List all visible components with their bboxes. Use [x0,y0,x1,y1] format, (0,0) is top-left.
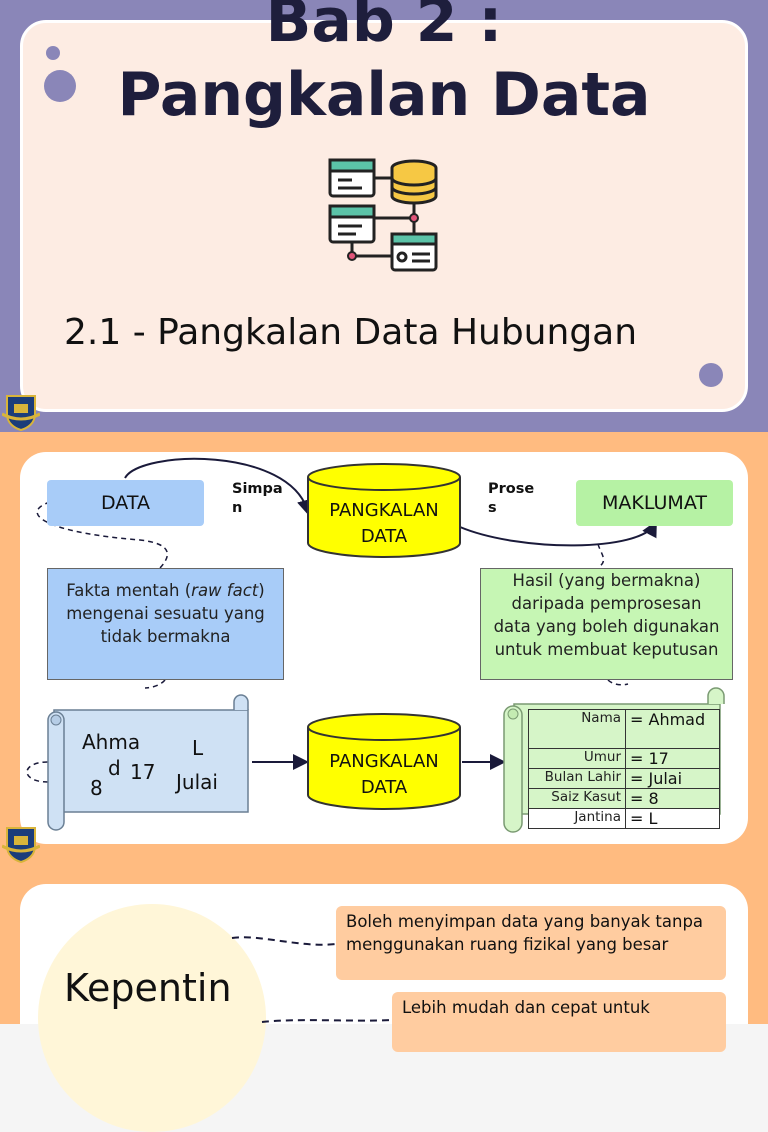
table-row: Nama = Ahmad [528,709,720,749]
maklumat-box-label: MAKLUMAT [602,492,707,514]
table-key: Umur [528,748,626,769]
scroll-word-julai: Julai [176,770,218,794]
database-bottom-label: PANGKALAN DATA [306,749,462,801]
table-value: = Ahmad [625,709,720,749]
proses-label: Prose s [488,480,534,518]
proses-label-line1: Prose [488,481,535,497]
school-crest-logo [2,395,40,432]
data-box: DATA [47,480,204,526]
simpan-label-line2: n [232,500,243,516]
simpan-label: Simpa n [232,480,283,518]
slide-subtitle: 2.1 - Pangkalan Data Hubungan [64,312,638,353]
importance-note-1: Boleh menyimpan data yang banyak tanpa m… [336,906,726,980]
scroll-word-l: L [192,736,204,760]
importance-note-1-text: Boleh menyimpan data yang banyak tanpa m… [346,912,704,954]
scroll-word-17: 17 [130,760,156,784]
school-crest-logo [2,827,40,864]
maklumat-box: MAKLUMAT [576,480,733,526]
scroll-word-8: 8 [90,776,103,800]
database-top-label-line2: DATA [360,526,408,547]
decorative-dot-large [44,70,76,102]
slide-title-line1: Bab 2 : [265,0,503,56]
fakta-text-pre: Fakta mentah ( [66,581,192,600]
fakta-text-post: ) mengenai sesuatu yang tidak bermakna [66,581,265,646]
decorative-dot-bottom [699,363,723,387]
hasil-text: Hasil (yang bermakna) daripada pemproses… [493,571,720,659]
hasil-box: Hasil (yang bermakna) daripada pemproses… [480,568,733,680]
fakta-box: Fakta mentah (raw fact) mengenai sesuatu… [47,568,284,680]
scroll-word-ahmad-2: d [108,756,121,780]
importance-note-2: Lebih mudah dan cepat untuk [392,992,726,1052]
importance-heading: Kepentin [64,966,232,1010]
slide-2: DATA MAKLUMAT Simpa n Prose s PANGKALAN … [0,432,768,864]
simpan-label-line1: Simpa [232,481,283,497]
slide-title-line2: Pangkalan Data [117,60,651,130]
importance-note-2-text: Lebih mudah dan cepat untuk [402,998,650,1017]
database-network-icon [328,158,438,272]
student-info-table: Nama = Ahmad Umur = 17 Bulan Lahir = Jul… [528,709,720,829]
fakta-text-fact: fact [226,581,259,600]
table-row: Bulan Lahir = Julai [528,768,720,789]
note-connectors [231,936,393,1023]
database-top-label-line1: PANGKALAN [329,500,439,521]
scroll-word-ahmad-1: Ahma [82,730,141,754]
slide-1: Bab 2 : Pangkalan Data [0,0,768,432]
proses-label-line2: s [488,500,497,516]
flow-connectors [26,457,657,783]
fakta-text-raw: raw [191,581,222,600]
title-card [20,20,748,412]
database-cylinder-bottom [307,713,461,810]
table-key: Saiz Kasut [528,788,626,809]
table-key: Jantina [528,808,626,829]
database-bottom-label-line1: PANGKALAN [329,751,439,772]
table-value: = Julai [625,768,720,789]
decorative-dot-small [46,46,60,60]
table-value: = 8 [625,788,720,809]
database-cylinder-top [307,463,461,558]
raw-data-scroll [47,694,249,831]
table-key: Nama [528,709,626,749]
database-top-label: PANGKALAN DATA [306,498,462,550]
table-value: = 17 [625,748,720,769]
table-key: Bulan Lahir [528,768,626,789]
table-row: Umur = 17 [528,748,720,769]
database-bottom-label-line2: DATA [360,777,408,798]
table-row: Saiz Kasut = 8 [528,788,720,809]
table-row: Jantina = L [528,808,720,829]
data-box-label: DATA [101,492,150,514]
table-value: = L [625,808,720,829]
